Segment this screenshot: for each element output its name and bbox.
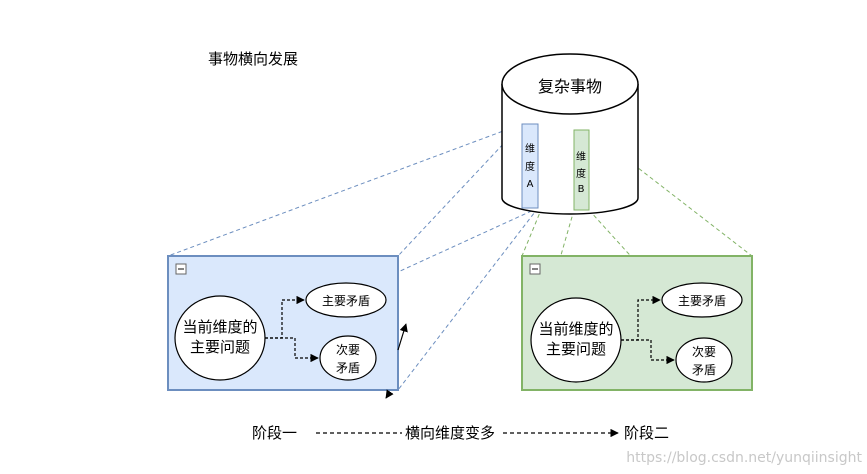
primary-contradiction-node — [661, 282, 743, 318]
collapse-icon[interactable] — [529, 263, 541, 275]
corner-arrow-icon — [385, 389, 394, 399]
watermark-text: https://blog.csdn.net/yunqiinsight — [626, 450, 862, 466]
timeline-middle-label: 横向维度变多 — [405, 424, 495, 442]
primary-contradiction-node — [305, 282, 387, 318]
stage-one-container: 当前维度的 主要问题 主要矛盾 次要 矛盾 — [167, 255, 408, 399]
main-problem-label-2: 主要问题 — [190, 338, 250, 356]
secondary-contradiction-label-2: 矛盾 — [336, 361, 360, 375]
edge-to-secondary — [621, 339, 675, 365]
timeline-start-label: 阶段一 — [252, 424, 297, 442]
stage-two-container: 当前维度的 主要问题 主要矛盾 次要 矛盾 — [521, 255, 753, 391]
edge-to-secondary — [265, 337, 319, 363]
dimension-b-label-2: 度 — [576, 167, 586, 180]
secondary-contradiction-label-1: 次要 — [336, 343, 360, 357]
secondary-contradiction-node — [675, 337, 733, 383]
timeline: 阶段一 横向维度变多 阶段二 — [252, 424, 669, 442]
cylinder-label: 复杂事物 — [538, 77, 602, 96]
secondary-contradiction-label-2: 矛盾 — [692, 363, 716, 377]
dimension-a-label-3: A — [527, 179, 534, 190]
main-problem-label-1: 当前维度的 — [538, 320, 613, 338]
diagram-title: 事物横向发展 — [208, 50, 298, 68]
dimension-a-label-2: 度 — [525, 160, 535, 173]
main-problem-label-2: 主要问题 — [546, 340, 606, 358]
edge-to-primary — [265, 295, 305, 339]
dimension-b-label-3: B — [578, 184, 585, 195]
primary-contradiction-label: 主要矛盾 — [322, 294, 370, 308]
dimension-b-strip: 维 度 B — [573, 129, 590, 211]
timeline-end-label: 阶段二 — [624, 424, 669, 442]
dimension-a-label-1: 维 — [525, 142, 535, 155]
collapse-icon[interactable] — [175, 263, 187, 275]
main-problem-label-1: 当前维度的 — [182, 318, 257, 336]
primary-contradiction-label: 主要矛盾 — [678, 294, 726, 308]
secondary-contradiction-label-1: 次要 — [692, 345, 716, 359]
dimension-b-label-1: 维 — [576, 150, 586, 163]
edge-to-primary — [621, 295, 661, 341]
secondary-contradiction-node — [319, 335, 377, 381]
dimension-a-strip: 维 度 A — [521, 123, 539, 209]
resize-arrow-icon — [397, 323, 408, 351]
